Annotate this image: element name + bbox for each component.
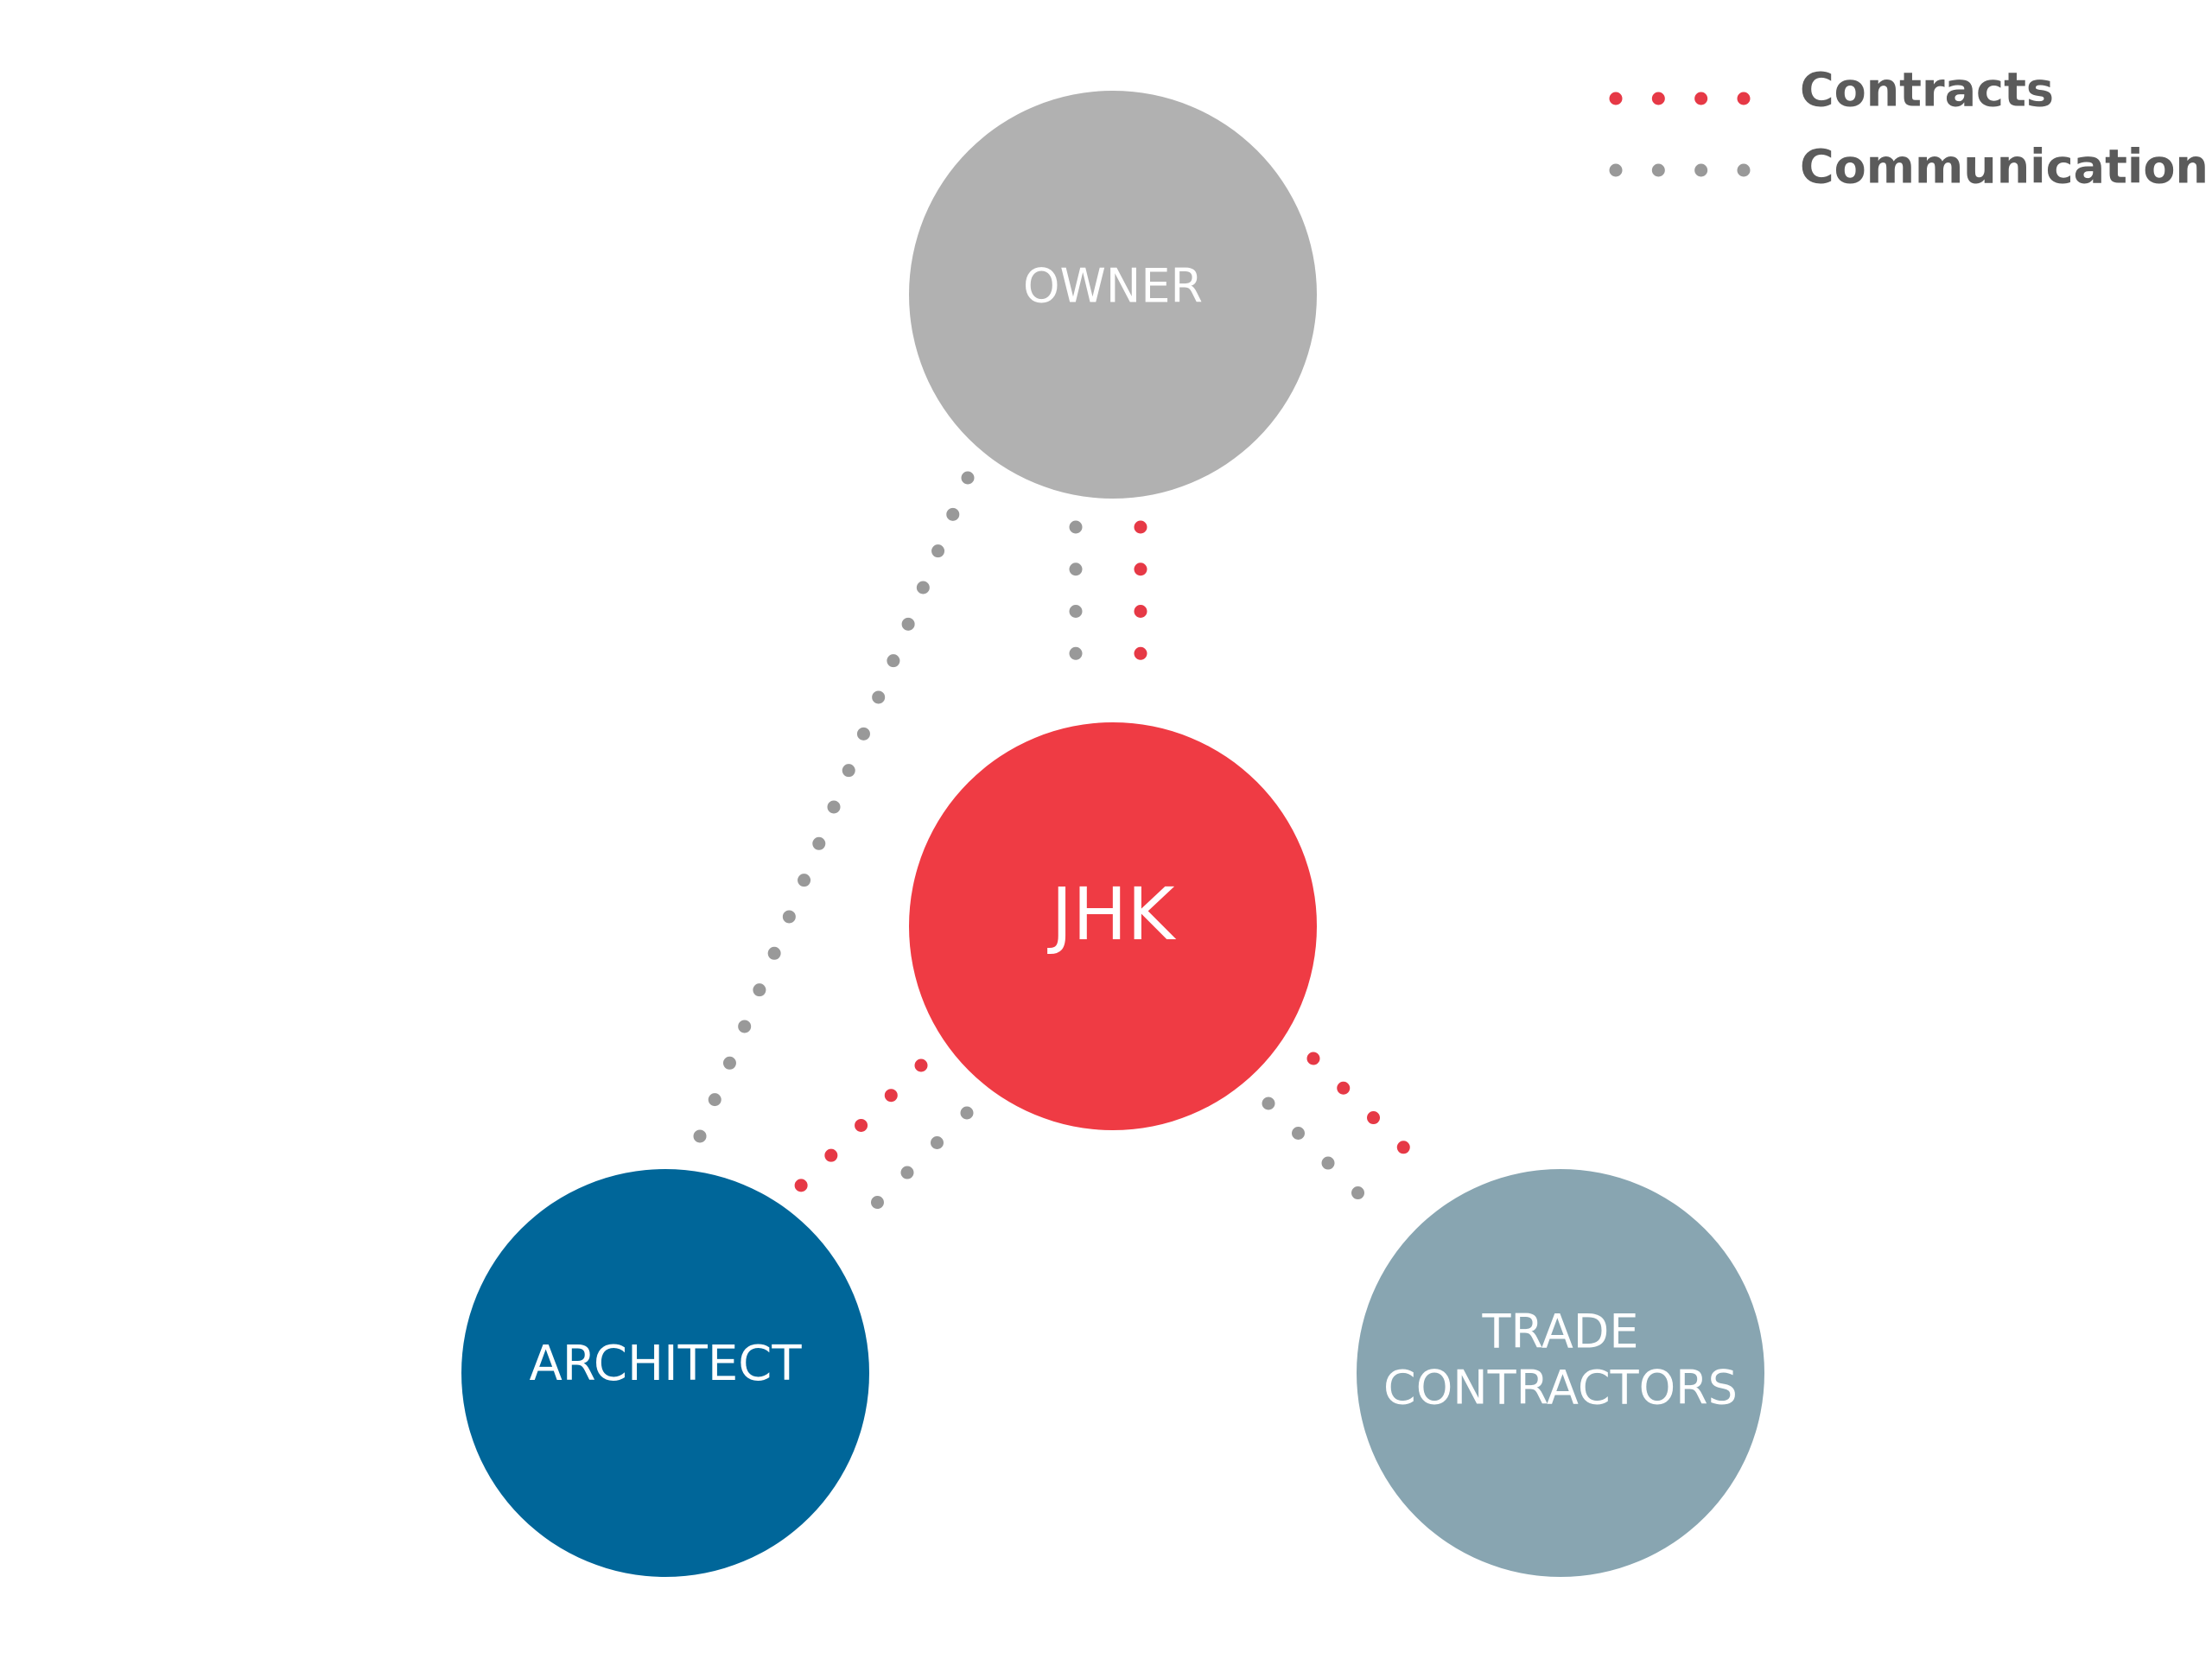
- trade-contractors-label-line1: TRADE: [1482, 1305, 1639, 1359]
- node-architect: ARCHITECT: [461, 1169, 869, 1577]
- legend-communication-label: Communication: [1800, 140, 2209, 194]
- trade-contractors-label-line2: CONTRACTORS: [1383, 1361, 1738, 1415]
- architect-label: ARCHITECT: [529, 1336, 802, 1392]
- legend-contracts-label: Contracts: [1800, 63, 2054, 118]
- node-owner: OWNER: [909, 91, 1317, 499]
- legend: Contracts Communication: [1609, 63, 2209, 194]
- jhk-label: JHK: [1046, 872, 1176, 957]
- legend-item-contracts: Contracts: [1609, 63, 2054, 118]
- jhk-architect-contracts-line: [794, 1058, 928, 1192]
- owner-label: OWNER: [1023, 259, 1203, 314]
- architect-circle: [461, 1169, 869, 1577]
- owner-architect-communication-line: [693, 471, 975, 1143]
- jhk-trade-contracts-line: [1306, 1052, 1440, 1184]
- jhk-trade-communication-line: [1262, 1096, 1395, 1230]
- jhk-architect-communication-line: [841, 1106, 974, 1239]
- owner-circle: [909, 91, 1317, 499]
- node-trade-contractors: TRADE CONTRACTORS: [1357, 1169, 1764, 1577]
- legend-item-communication: Communication: [1609, 140, 2209, 194]
- jhk-circle: [909, 722, 1317, 1130]
- trade-contractors-circle: [1357, 1169, 1764, 1577]
- node-jhk: JHK: [909, 722, 1317, 1130]
- connectors: [693, 471, 1440, 1239]
